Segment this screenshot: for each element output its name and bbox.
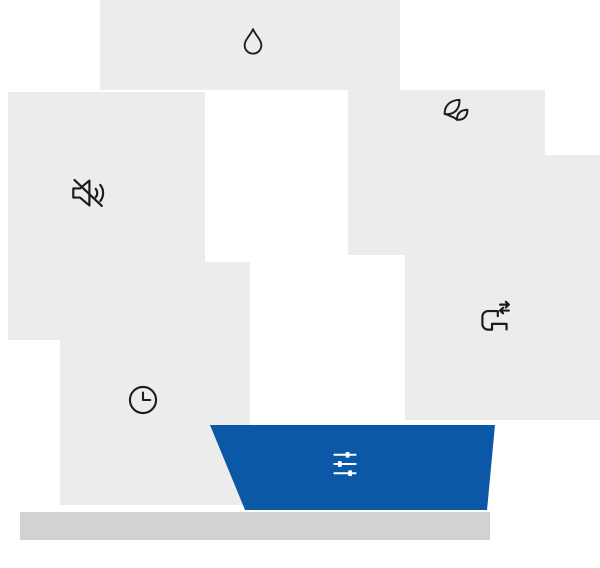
water-drop-icon xyxy=(236,23,270,61)
tile-time xyxy=(60,262,250,505)
tile-hose-connect xyxy=(405,155,600,420)
accent-drawer-shape xyxy=(210,425,495,510)
leaf-icon xyxy=(437,93,475,131)
clock-icon xyxy=(125,382,161,418)
sliders-icon xyxy=(328,447,362,481)
speaker-mute-icon xyxy=(67,172,109,214)
base-bar xyxy=(20,512,490,540)
hose-connect-swap-icon xyxy=(474,299,516,341)
tile-water xyxy=(100,0,400,90)
